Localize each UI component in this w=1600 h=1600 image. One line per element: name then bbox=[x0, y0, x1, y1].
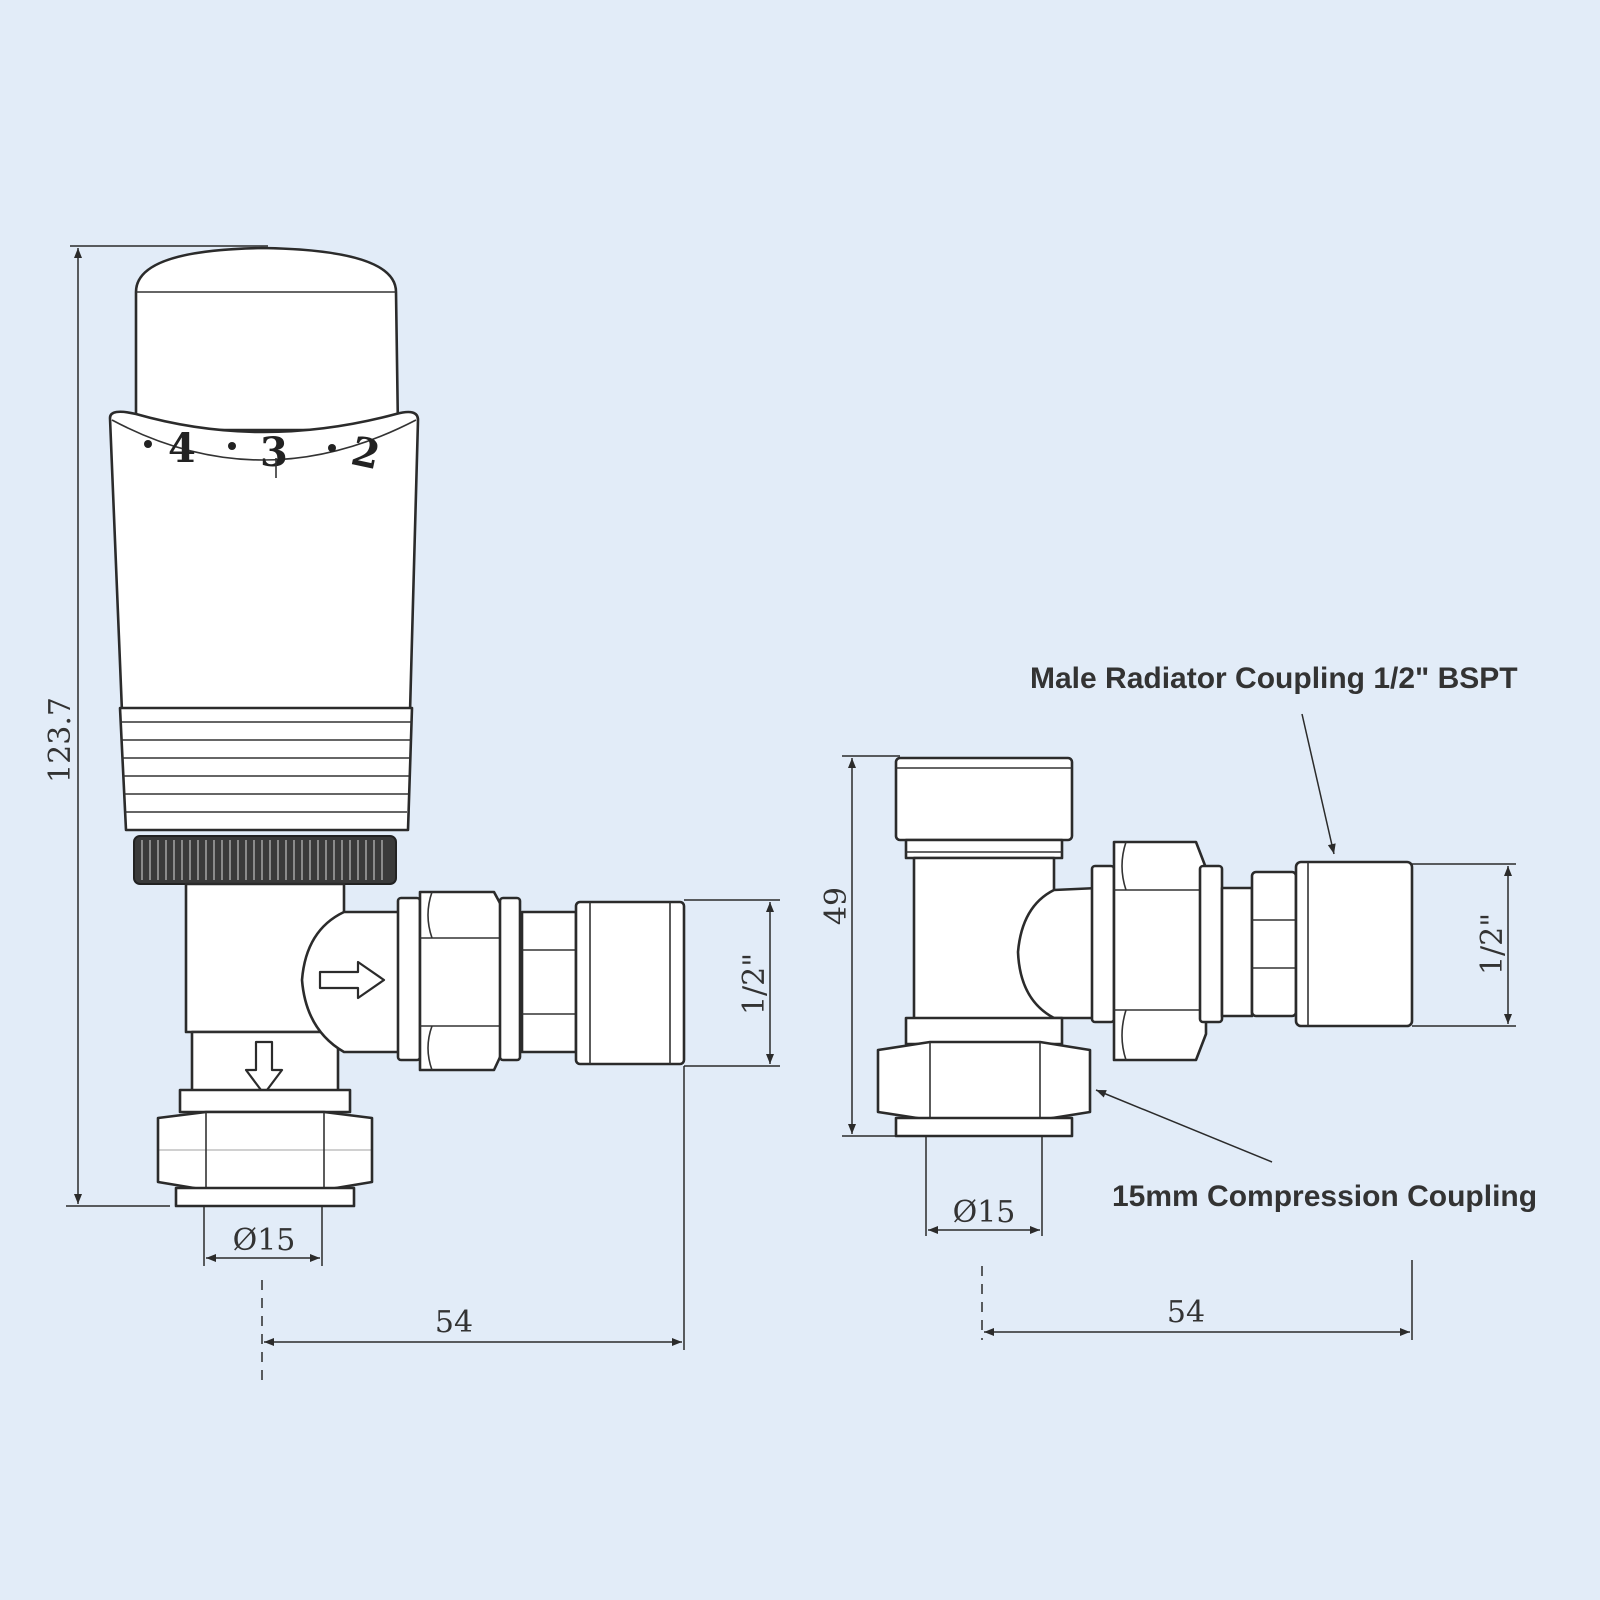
dial-number-3: 3 bbox=[260, 429, 288, 476]
dimension-thread-front: 1/2" bbox=[684, 899, 780, 1067]
union-hex-nut-side bbox=[1090, 840, 1224, 1062]
male-thread-tail bbox=[574, 900, 686, 1066]
top-cap bbox=[894, 756, 1074, 842]
flow-arrow-right-icon bbox=[318, 960, 386, 1000]
label-male-radiator-coupling: Male Radiator Coupling 1/2" BSPT bbox=[1030, 662, 1518, 695]
radiator-tail bbox=[520, 900, 686, 1066]
head-ribbed-grip bbox=[118, 706, 414, 832]
angled-valve-side-view: 49 1/2" Ø15 54 Male Radiator Coupling 1/… bbox=[819, 662, 1537, 1340]
dial-number-4: 4 bbox=[168, 425, 196, 472]
dimension-pipe-side: Ø15 bbox=[925, 1136, 1043, 1236]
dimension-offset-front: 54 bbox=[261, 1066, 685, 1380]
male-thread-tail-side bbox=[1294, 860, 1414, 1028]
dim-thread-label-side: 1/2" bbox=[1475, 913, 1510, 975]
label-15mm-compression-coupling: 15mm Compression Coupling bbox=[1112, 1180, 1537, 1213]
head-body bbox=[108, 410, 420, 714]
flow-arrow-down-icon bbox=[244, 1040, 284, 1096]
valve-elbow bbox=[300, 910, 410, 1054]
dimension-pipe-front: Ø15 bbox=[203, 1206, 323, 1266]
dim-thread-label-front: 1/2" bbox=[737, 953, 772, 1015]
dim-pipe-label-front: Ø15 bbox=[233, 1223, 296, 1258]
dim-pipe-label-side: Ø15 bbox=[953, 1195, 1016, 1230]
knurled-lock-ring bbox=[133, 835, 397, 885]
dimension-offset-side: 54 bbox=[981, 1260, 1413, 1340]
callout-male-coupling: Male Radiator Coupling 1/2" BSPT bbox=[1030, 662, 1518, 855]
dim-offset-label-front: 54 bbox=[435, 1305, 473, 1340]
thermostatic-valve-front-view: 4 3 2 bbox=[43, 245, 780, 1380]
bottom-compression-nut bbox=[156, 1088, 374, 1208]
dimension-overall-height: 123.7 bbox=[43, 245, 268, 1207]
dim-offset-label-side: 54 bbox=[1167, 1295, 1205, 1330]
head-top-cap bbox=[134, 246, 400, 432]
union-hex-nut bbox=[396, 890, 522, 1072]
callout-compression-coupling: 15mm Compression Coupling bbox=[1095, 1089, 1537, 1213]
dimension-thread-side: 1/2" bbox=[1412, 863, 1516, 1027]
dim-height-label-side: 49 bbox=[819, 887, 854, 925]
valve-elbow-side bbox=[1016, 886, 1100, 1020]
bottom-compression-nut-side bbox=[876, 1016, 1092, 1138]
dim-height-label: 123.7 bbox=[43, 697, 78, 783]
radiator-tail-side bbox=[1220, 860, 1414, 1028]
dimension-height-side: 49 bbox=[819, 755, 900, 1137]
